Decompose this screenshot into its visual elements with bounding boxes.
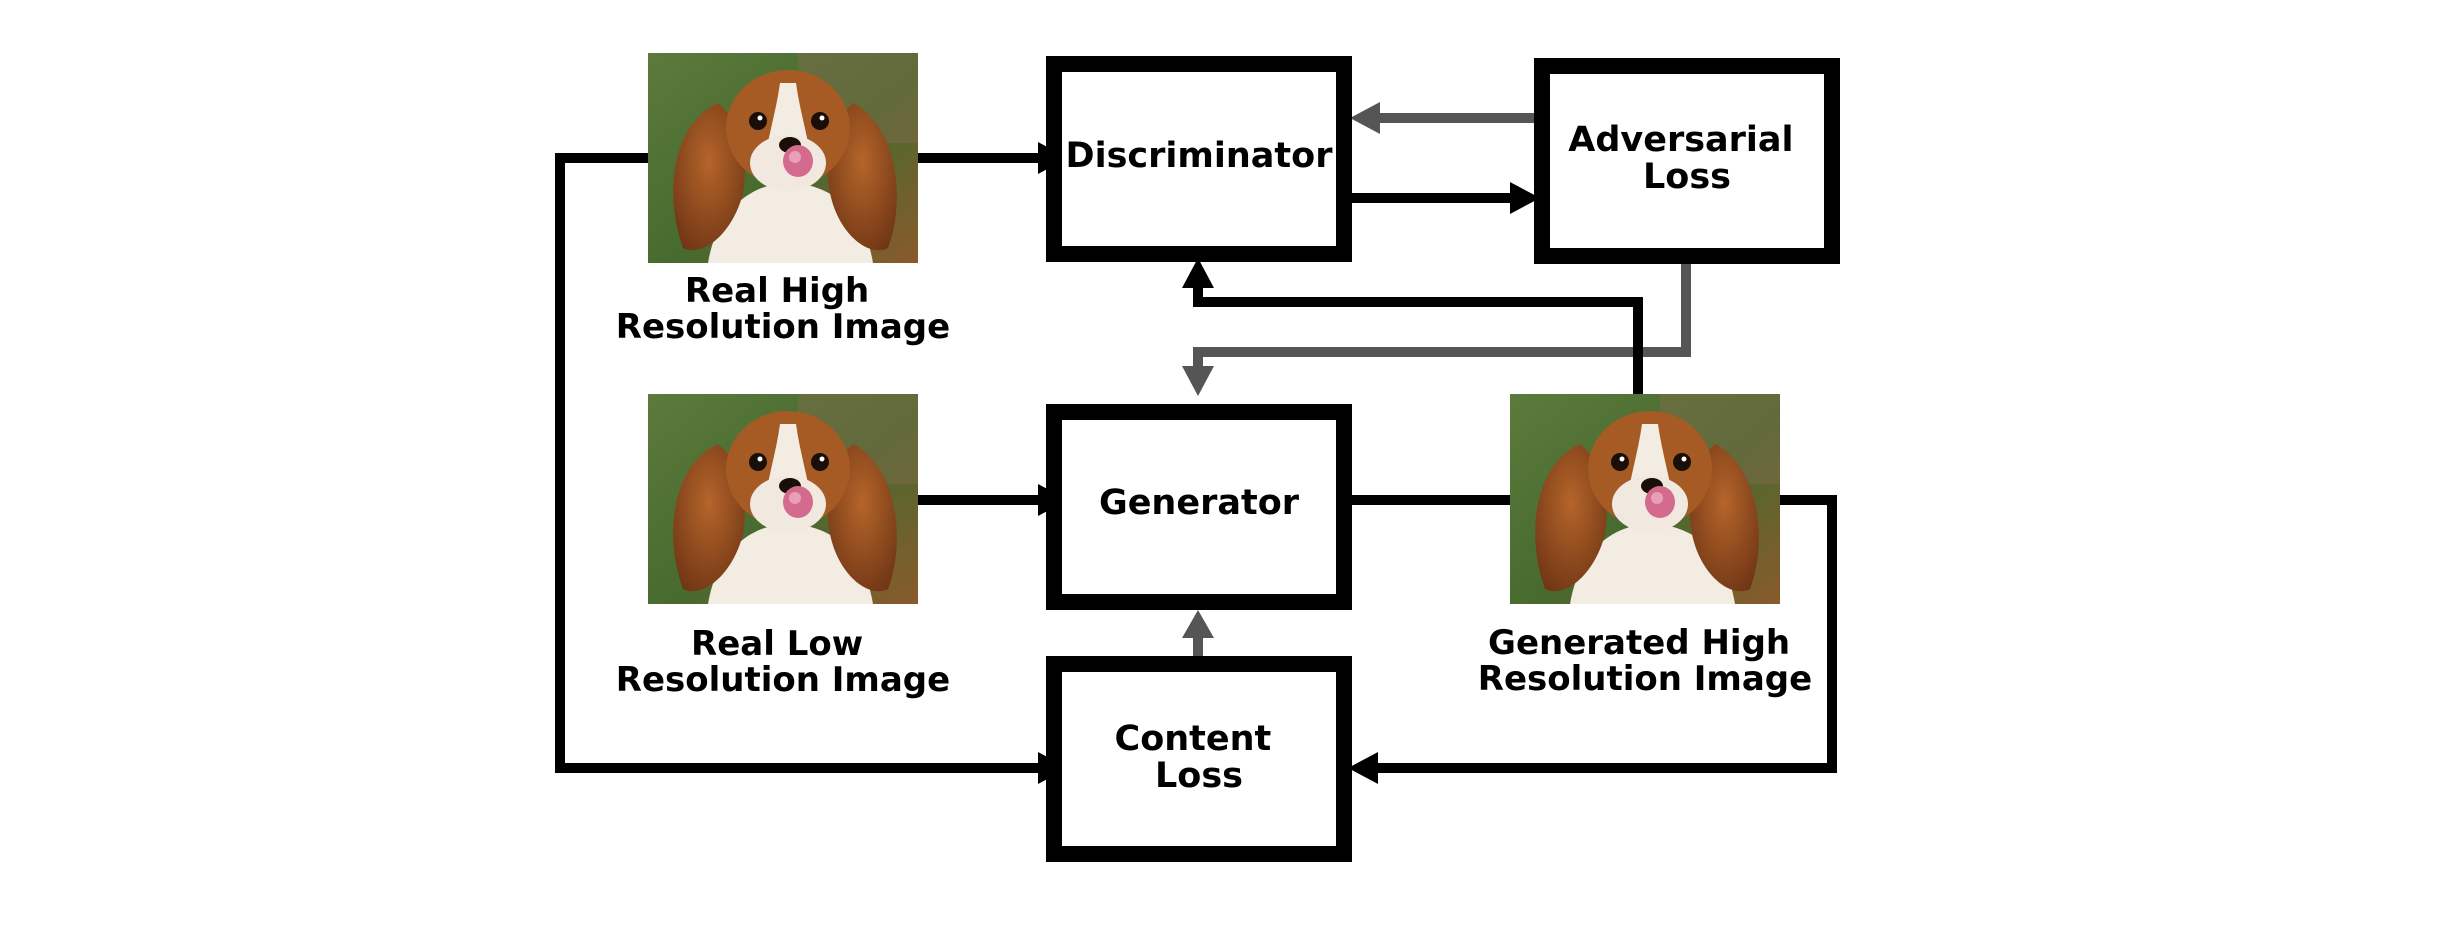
discriminator-box: Discriminator [1046,56,1352,262]
arrow-generated-to-content-loss [1376,495,1837,773]
arrow-real-high-to-content-loss [555,153,1040,773]
generator-label: Generator [1099,483,1300,523]
adversarial-loss-line-2: Loss [1643,157,1731,197]
real-low-caption-line-2: Resolution Image [616,660,950,700]
real-high-resolution-image: Real High Resolution Image [616,53,950,347]
generated-high-resolution-image: Generated High Resolution Image [1478,394,1812,699]
adversarial-loss-box: Adversarial Loss [1534,58,1840,264]
real-high-caption-line-1: Real High [685,271,869,311]
content-loss-label: Content Loss [1115,719,1284,796]
dog-photo-icon [648,53,918,263]
arrowhead [1182,366,1214,396]
generator-box: Generator [1046,404,1352,610]
real-high-caption-line-2: Resolution Image [616,307,950,347]
arrowhead [1348,752,1378,784]
arrow-adversarial-loss-to-generator [1193,260,1691,368]
arrowhead [1350,102,1380,134]
generated-high-caption-line-2: Resolution Image [1478,659,1812,699]
adversarial-loss-line-1: Adversarial [1568,120,1793,160]
content-loss-line-2: Loss [1155,756,1243,796]
adversarial-loss-label: Adversarial Loss [1568,120,1805,197]
generated-high-caption: Generated High Resolution Image [1478,623,1812,699]
arrowhead [1510,182,1540,214]
arrowhead [1182,610,1214,638]
dog-photo-icon [1510,394,1780,604]
real-high-caption: Real High Resolution Image [616,271,950,347]
content-loss-line-1: Content [1115,719,1272,759]
discriminator-label: Discriminator [1066,136,1334,176]
arrow-generated-to-discriminator [1193,288,1643,395]
arrowhead [1182,258,1214,288]
real-low-resolution-image: Real Low Resolution Image [616,394,950,700]
real-low-caption-line-1: Real Low [691,624,863,664]
generated-high-caption-line-1: Generated High [1488,623,1790,663]
content-loss-box: Content Loss [1046,656,1352,862]
dog-photo-icon [648,394,918,604]
real-low-caption: Real Low Resolution Image [616,624,950,700]
